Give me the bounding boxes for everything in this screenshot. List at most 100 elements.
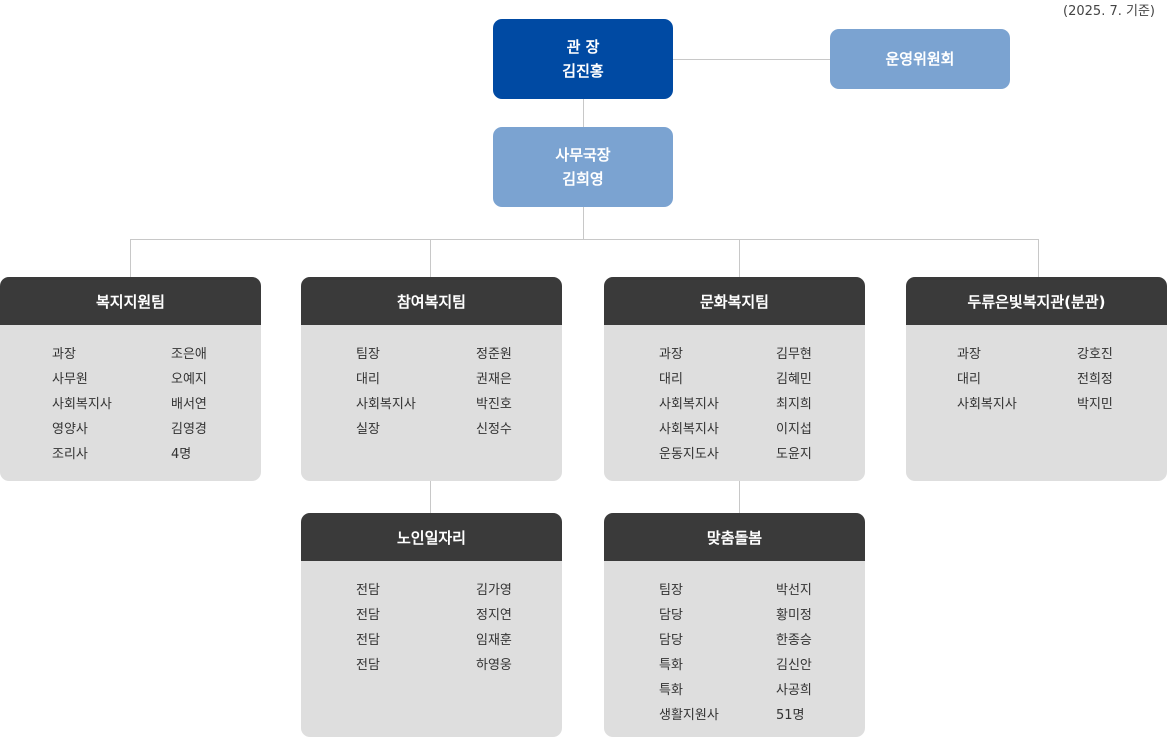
member-role: 대리	[659, 372, 683, 387]
connector-director-secretary	[583, 99, 584, 127]
member-role: 실장	[356, 422, 380, 437]
connector-team-4	[1038, 239, 1039, 277]
committee-label: 운영위원회	[885, 50, 955, 68]
member-row: 생활지원사 51명	[604, 701, 865, 726]
member-name: 황미정	[776, 608, 812, 623]
team-name: 맞춤돌봄	[604, 513, 865, 561]
member-name: 4명	[171, 447, 192, 462]
member-name: 정지연	[476, 608, 512, 623]
member-name: 권재은	[476, 372, 512, 387]
member-role: 담당	[659, 633, 683, 648]
member-row: 팀장 정준원	[301, 340, 562, 365]
member-role: 전담	[356, 583, 380, 598]
member-row: 사회복지사 박지민	[906, 390, 1167, 415]
member-role: 생활지원사	[659, 708, 719, 723]
member-name: 박진호	[476, 397, 512, 412]
member-role: 팀장	[356, 347, 380, 362]
member-row: 사무원 오예지	[0, 365, 261, 390]
connector-horizontal	[130, 239, 1039, 240]
member-role: 조리사	[52, 447, 88, 462]
connector-team-2	[430, 239, 431, 277]
member-role: 전담	[356, 608, 380, 623]
connector-subteam-2	[739, 481, 740, 513]
member-role: 사회복지사	[659, 397, 719, 412]
member-row: 담당 황미정	[604, 601, 865, 626]
member-role: 특화	[659, 658, 683, 673]
member-role: 특화	[659, 683, 683, 698]
member-role: 대리	[957, 372, 981, 387]
team-name: 문화복지팀	[604, 277, 865, 325]
member-row: 운동지도사 도윤지	[604, 440, 865, 465]
connector-secretary-down	[583, 207, 584, 239]
member-name: 박선지	[776, 583, 812, 598]
member-name: 김가영	[476, 583, 512, 598]
member-name: 김혜민	[776, 372, 812, 387]
member-row: 사회복지사 최지희	[604, 390, 865, 415]
member-name: 사공희	[776, 683, 812, 698]
member-row: 대리 김혜민	[604, 365, 865, 390]
director-title: 관 장	[566, 38, 600, 56]
committee-box: 운영위원회	[830, 29, 1010, 89]
member-name: 신정수	[476, 422, 512, 437]
director-box: 관 장 김진홍	[493, 19, 673, 99]
team-name: 노인일자리	[301, 513, 562, 561]
member-name: 강호진	[1077, 347, 1113, 362]
connector-team-3	[739, 239, 740, 277]
member-row: 사회복지사 박진호	[301, 390, 562, 415]
member-role: 담당	[659, 608, 683, 623]
member-name: 하영웅	[476, 658, 512, 673]
member-name: 배서연	[171, 397, 207, 412]
member-name: 이지섭	[776, 422, 812, 437]
member-name: 김신안	[776, 658, 812, 673]
member-role: 팀장	[659, 583, 683, 598]
member-row: 팀장 박선지	[604, 576, 865, 601]
member-row: 사회복지사 이지섭	[604, 415, 865, 440]
member-role: 사회복지사	[356, 397, 416, 412]
member-name: 51명	[776, 708, 805, 723]
member-name: 최지희	[776, 397, 812, 412]
member-name: 박지민	[1077, 397, 1113, 412]
director-name: 김진홍	[562, 62, 604, 80]
team-name: 복지지원팀	[0, 277, 261, 325]
member-role: 사무원	[52, 372, 88, 387]
member-name: 도윤지	[776, 447, 812, 462]
member-role: 사회복지사	[957, 397, 1017, 412]
member-name: 임재훈	[476, 633, 512, 648]
member-role: 사회복지사	[659, 422, 719, 437]
member-row: 전담 임재훈	[301, 626, 562, 651]
secretary-title: 사무국장	[555, 146, 611, 164]
member-row: 특화 사공희	[604, 676, 865, 701]
member-role: 과장	[957, 347, 981, 362]
member-name: 조은애	[171, 347, 207, 362]
member-role: 운동지도사	[659, 447, 719, 462]
member-row: 사회복지사 배서연	[0, 390, 261, 415]
member-role: 전담	[356, 633, 380, 648]
connector-subteam-1	[430, 481, 431, 513]
member-role: 영양사	[52, 422, 88, 437]
team-name: 두류은빛복지관(분관)	[906, 277, 1167, 325]
member-row: 특화 김신안	[604, 651, 865, 676]
member-role: 사회복지사	[52, 397, 112, 412]
member-row: 조리사 4명	[0, 440, 261, 465]
member-row: 실장 신정수	[301, 415, 562, 440]
member-row: 전담 김가영	[301, 576, 562, 601]
connector-director-committee	[673, 59, 830, 60]
member-name: 오예지	[171, 372, 207, 387]
member-name: 정준원	[476, 347, 512, 362]
